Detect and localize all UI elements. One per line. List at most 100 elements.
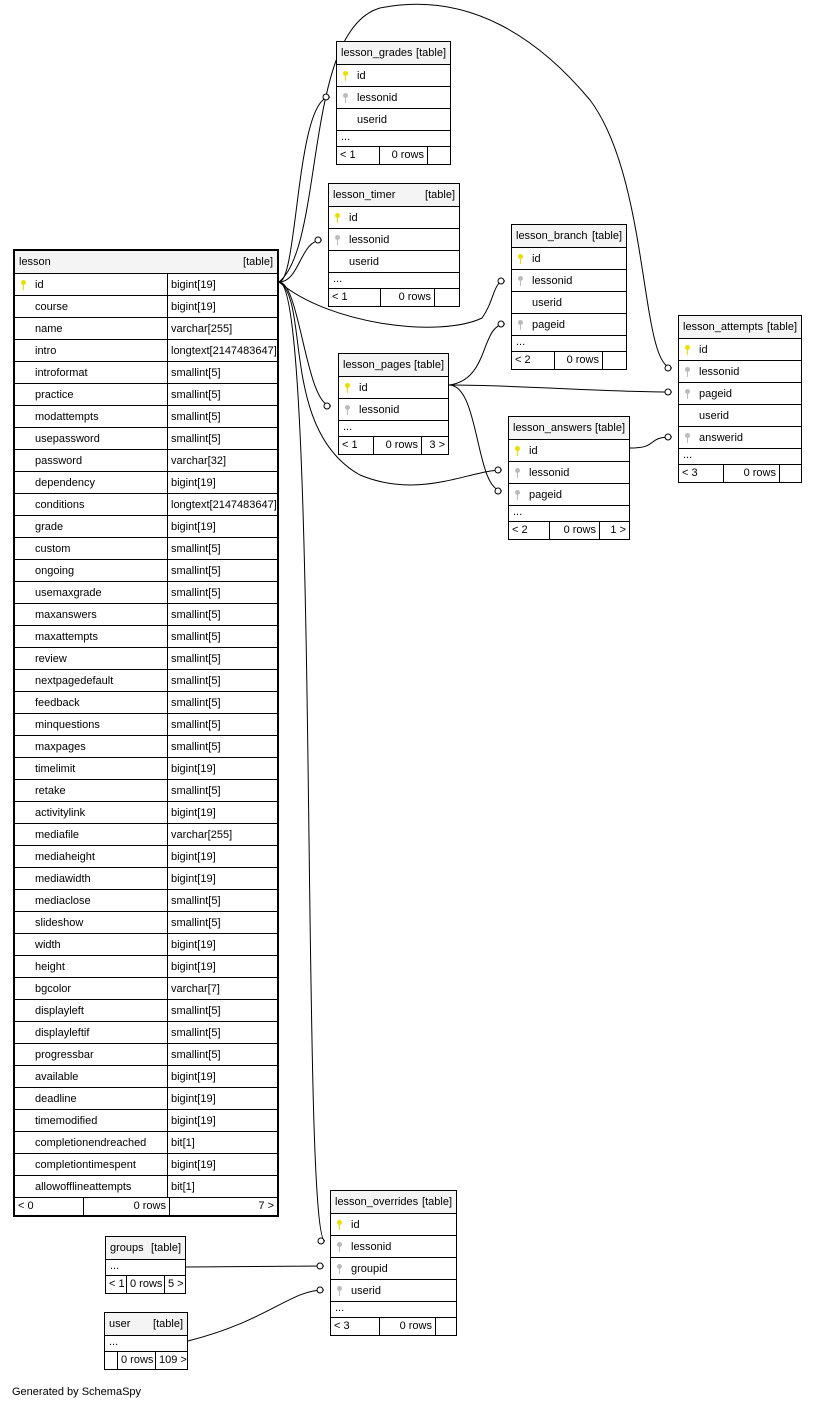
column-name: lessonid (359, 404, 400, 416)
column-row[interactable]: id (337, 64, 450, 86)
column-type: smallint[5] (167, 714, 221, 735)
column-row[interactable]: answerid (679, 426, 801, 448)
children-count: 3 > (421, 437, 448, 454)
column-row[interactable]: id (679, 338, 801, 360)
foreign-key-icon (685, 367, 690, 377)
column-type: smallint[5] (167, 890, 221, 911)
column-type: longtext[2147483647] (167, 494, 277, 515)
parents-count: < 2 (515, 354, 531, 366)
column-row[interactable]: pageid (512, 313, 626, 335)
table-header: lesson[table] (15, 251, 277, 273)
column-row[interactable]: groupid (331, 1257, 456, 1279)
column-row[interactable]: lessonid (337, 86, 450, 108)
row-count: 0 rows (549, 522, 599, 539)
ellipsis-text: ... (341, 131, 351, 143)
column-row[interactable]: userid (337, 108, 450, 130)
column-row[interactable]: id (512, 247, 626, 269)
column-type: bigint[19] (167, 1088, 216, 1109)
column-row[interactable]: lessonid (331, 1235, 456, 1257)
column-row[interactable]: id (509, 439, 629, 461)
column-name: userid (357, 114, 387, 126)
parents-count: < 2 (512, 524, 528, 536)
column-row[interactable]: lessonid (509, 461, 629, 483)
column-name: minquestions (35, 719, 100, 731)
table-name: lesson_answers (513, 422, 592, 434)
column-row[interactable]: id (339, 376, 448, 398)
column-row[interactable]: userid (512, 291, 626, 313)
column-row[interactable]: userid (331, 1279, 456, 1301)
column-row[interactable]: userid (329, 250, 459, 272)
column-row[interactable]: minquestions smallint[5] (15, 713, 277, 735)
column-row[interactable]: pageid (679, 382, 801, 404)
column-row[interactable]: lessonid (329, 228, 459, 250)
column-type: varchar[255] (167, 824, 232, 845)
column-row[interactable]: lessonid (512, 269, 626, 291)
column-row[interactable]: userid (679, 404, 801, 426)
column-row[interactable]: pageid (509, 483, 629, 505)
column-row[interactable]: id (329, 206, 459, 228)
column-row[interactable]: mediafile varchar[255] (15, 823, 277, 845)
column-row[interactable]: id (331, 1213, 456, 1235)
column-name: review (35, 653, 67, 665)
column-row[interactable]: lessonid (339, 398, 448, 420)
column-row[interactable]: lessonid (679, 360, 801, 382)
column-name: mediafile (35, 829, 80, 841)
primary-key-icon (345, 383, 350, 393)
parents-count: < 3 (682, 467, 698, 479)
children-count: 1 > (599, 522, 629, 539)
column-type: smallint[5] (167, 692, 221, 713)
parents-count: < 1 (109, 1278, 125, 1290)
column-name: usemaxgrade (35, 587, 102, 599)
